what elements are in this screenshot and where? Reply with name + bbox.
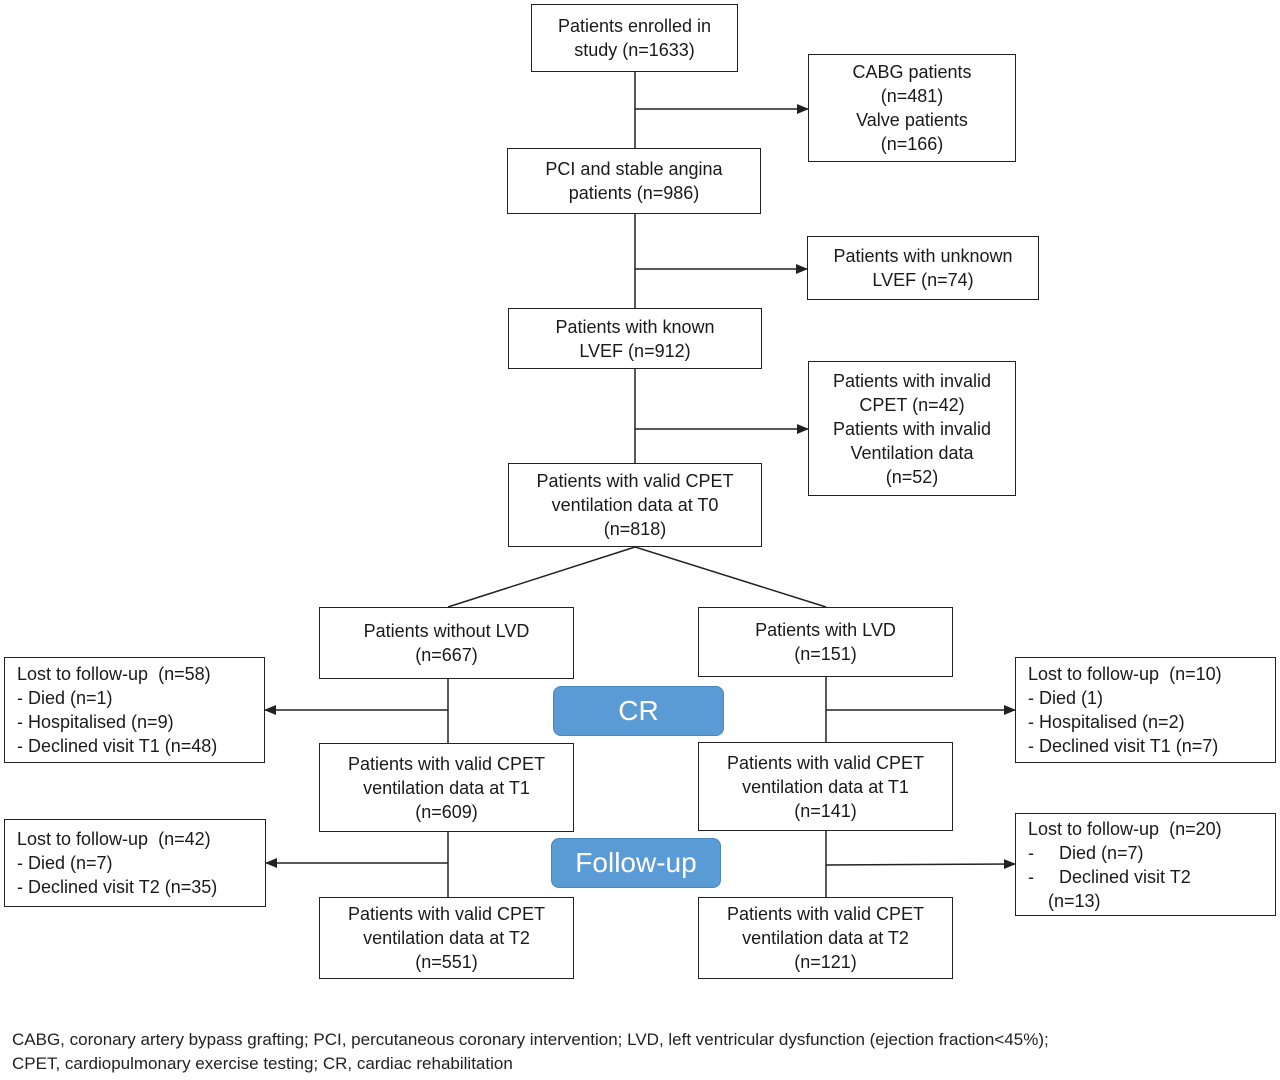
box-valid-t0: Patients with valid CPET ventilation data…	[508, 463, 762, 547]
box-text-line: (n=13)	[1048, 890, 1101, 911]
box-text-line: (n=52)	[885, 466, 939, 487]
box-text-line: - Declined visit T2 (n=35)	[17, 877, 218, 897]
box-text-line: - Declined visit T1 (n=7)	[1028, 736, 1219, 756]
box-valid-t2-left: Patients with valid CPET ventilation data…	[319, 897, 574, 979]
box-text-line: - Hospitalised (n=9)	[17, 712, 174, 732]
box-lost-left-t2: Lost to follow-up (n=42) - Died (n=7) - De…	[4, 819, 266, 907]
box-text-line: Patients without LVD	[363, 621, 530, 641]
box-text-line: Lost to follow-up (n=42)	[17, 829, 211, 849]
box-text-line: patients (n=986)	[568, 183, 700, 203]
box-text-line: Patients with invalid	[832, 370, 992, 391]
box-lost-right-t1: Lost to follow-up (n=10) - Died (1) - Hosp…	[1015, 657, 1276, 763]
box-text-line: CPET (n=42)	[859, 394, 965, 415]
box-text-line: ventilation data at T1	[742, 776, 909, 797]
box-text-line: (n=121)	[794, 952, 857, 972]
box-text-line: Patients with LVD	[755, 620, 896, 640]
box-text-line: LVEF (n=912)	[579, 340, 691, 361]
box-text-line: - Died (n=1)	[17, 688, 113, 708]
arrow-to-lost-right-t2	[825, 859, 1016, 870]
box-text-line: (n=166)	[880, 134, 944, 154]
box-text-line: Patients with unknown	[833, 246, 1013, 266]
box-text-line: - Died (n=7)	[1028, 842, 1144, 863]
box-text-line: ventilation data at T2	[742, 928, 909, 948]
phase-follow-up-label: Follow-up	[551, 838, 721, 888]
box-text-line: ventilation data at T2	[363, 928, 530, 948]
box-valid-t1-left: Patients with valid CPET ventilation data…	[319, 743, 574, 832]
box-text-line: Patients with known	[555, 316, 715, 337]
box-text-line: (n=551)	[415, 952, 478, 972]
box-text-line: (n=481)	[880, 86, 944, 106]
connector-split-right	[634, 546, 827, 608]
box-text-line: Patients with valid CPET	[726, 752, 925, 773]
box-text-line: (n=818)	[603, 519, 667, 539]
box-text-line: Lost to follow-up (n=58)	[17, 664, 211, 684]
box-text-line: Patients with valid CPET	[536, 471, 734, 491]
box-text-line: - Declined visit T2	[1028, 866, 1191, 887]
box-excluded-cabg-valve: CABG patients (n=481) Valve patients (n=166…	[808, 54, 1016, 162]
box-text-line: Patients with valid CPET	[726, 904, 925, 924]
box-text-line: Patients with valid CPET	[347, 904, 546, 924]
box-text-line: - Died (1)	[1028, 688, 1104, 708]
footnote-abbreviations: CABG, coronary artery bypass grafting; P…	[12, 1028, 1272, 1076]
box-valid-t1-right: Patients with valid CPET ventilation data…	[698, 742, 953, 831]
box-without-lvd: Patients without LVD (n=667)	[319, 607, 574, 679]
phase-cr-label: CR	[553, 686, 724, 736]
footnote-line-2: CPET, cardiopulmonary exercise testing; …	[12, 1054, 513, 1073]
box-lost-right-t2: Lost to follow-up (n=20) - Died (n=7) - De…	[1015, 813, 1276, 916]
box-text-line: Lost to follow-up (n=20)	[1028, 818, 1222, 839]
box-text-line: study (n=1633)	[574, 40, 695, 60]
box-pci-stable-angina: PCI and stable angina patients (n=986)	[507, 148, 761, 214]
box-text-line: Patients with valid CPET	[347, 753, 546, 774]
box-text-line: (n=609)	[415, 801, 478, 822]
box-text-line: - Declined visit T1 (n=48)	[17, 736, 218, 756]
box-text-line: ventilation data at T0	[551, 495, 719, 515]
box-text-line: - Died (n=7)	[17, 853, 113, 873]
box-text-line: Ventilation data	[850, 442, 974, 463]
box-text-line: PCI and stable angina	[545, 159, 723, 179]
box-text-line: Lost to follow-up (n=10)	[1028, 664, 1222, 684]
box-text-line: Patients enrolled in	[557, 16, 712, 36]
box-valid-t2-right: Patients with valid CPET ventilation data…	[698, 897, 953, 979]
box-text-line: ventilation data at T1	[363, 777, 530, 798]
box-text-line: (n=141)	[794, 800, 857, 821]
box-text-line: (n=151)	[794, 644, 857, 664]
box-text-line: Patients with invalid	[832, 418, 992, 439]
box-text-line: CABG patients	[852, 62, 972, 82]
box-text-line: LVEF (n=74)	[872, 270, 974, 290]
box-text-line: - Hospitalised (n=2)	[1028, 712, 1185, 732]
box-text-line: Valve patients	[856, 110, 968, 130]
box-with-lvd: Patients with LVD (n=151)	[698, 607, 953, 677]
box-text-line: (n=667)	[415, 645, 478, 665]
box-enrolled: Patients enrolled in study (n=1633)	[531, 4, 738, 72]
box-lost-left-t1: Lost to follow-up (n=58) - Died (n=1) - Ho…	[4, 657, 265, 763]
connector-split-left	[447, 546, 636, 608]
footnote-line-1: CABG, coronary artery bypass grafting; P…	[12, 1030, 1049, 1049]
